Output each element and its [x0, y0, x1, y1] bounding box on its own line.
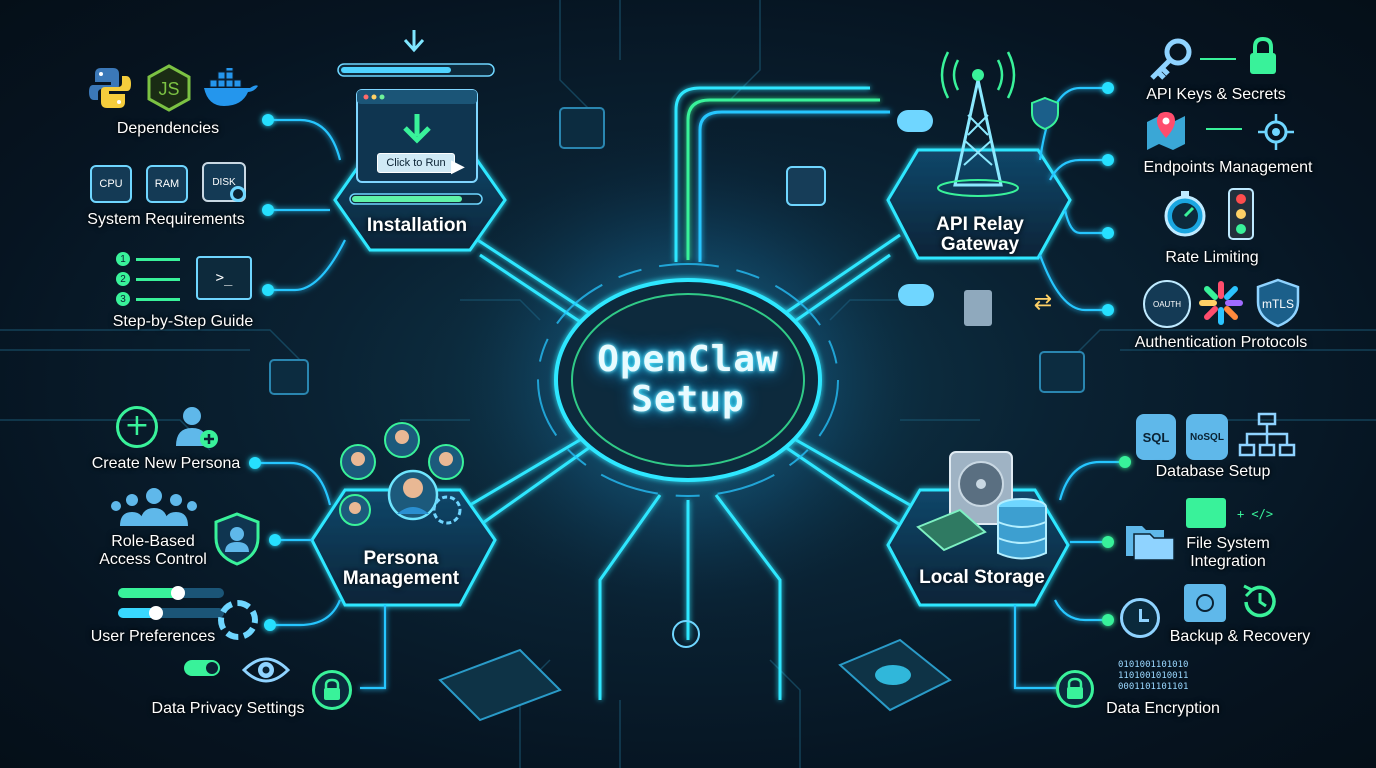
server-rack-icon — [964, 290, 992, 326]
hub-persona-line-1: Persona — [363, 548, 439, 569]
code-file-icon: + </> — [1236, 507, 1274, 521]
gear-icon — [230, 186, 246, 202]
arrow-icon — [1200, 58, 1236, 60]
eye-icon — [241, 654, 291, 686]
arrow-icon — [1206, 128, 1242, 130]
branch-lines — [255, 86, 1125, 690]
step-guide-label: Step-by-Step Guide — [112, 313, 254, 330]
plus-circle-icon: + — [116, 406, 158, 448]
user-node-icon — [672, 620, 700, 648]
settings-gear-icon — [218, 600, 258, 640]
rbac-line-1: Role-Based — [111, 533, 195, 550]
title-line-2: Setup — [631, 379, 745, 420]
api-tower-graphic — [937, 51, 1019, 197]
nosql-database-icon: NoSQL — [1186, 414, 1228, 460]
step-3-icon: 3 — [116, 292, 130, 306]
hub-api-line-2: Gateway — [940, 234, 1020, 255]
mtls-text: mTLS — [1262, 297, 1294, 311]
storage-graphic — [916, 451, 1047, 560]
oauth-badge-icon: OAUTH — [1143, 280, 1191, 328]
lock-icon — [1248, 36, 1278, 76]
docker-logo-icon — [200, 63, 260, 110]
network-nodes-icon — [1254, 110, 1298, 154]
persona-avatars-graphic — [339, 422, 464, 526]
mtls-shield-icon: mTLS — [1254, 278, 1302, 328]
ram-chip-icon: RAM — [146, 165, 188, 203]
database-setup-label: Database Setup — [1155, 463, 1271, 480]
hub-persona-line-2: Management — [342, 568, 460, 589]
sql-database-icon: SQL — [1136, 414, 1176, 460]
step-1-icon: 1 — [116, 252, 130, 266]
cloud-icon — [897, 110, 933, 132]
api-keys-label: API Keys & Secrets — [1146, 86, 1286, 103]
handshake-icon: ⇄ — [1033, 290, 1053, 315]
binary-line-1: 0101001101010 — [1118, 660, 1189, 670]
center-rings — [537, 263, 839, 497]
cursor-icon: ▶ — [451, 156, 465, 177]
rate-limiting-label: Rate Limiting — [1165, 249, 1259, 266]
click-to-run-button[interactable]: Click to Run — [377, 153, 455, 173]
rbac-label: Role-Based Access Control — [99, 533, 207, 569]
restore-clock-icon — [1238, 580, 1282, 624]
user-preferences-label: User Preferences — [90, 628, 216, 645]
encryption-lock-icon — [1056, 670, 1094, 708]
python-logo-icon — [87, 65, 133, 111]
toggle-icon — [184, 660, 220, 676]
installer-window-graphic — [337, 30, 495, 205]
rbac-line-2: Access Control — [99, 551, 207, 568]
schema-tree-icon — [1238, 412, 1296, 458]
privacy-lock-icon — [312, 670, 352, 710]
data-privacy-label: Data Privacy Settings — [151, 700, 305, 717]
kubernetes-star-icon — [1198, 280, 1244, 326]
file-system-line-2: Integration — [1190, 553, 1266, 570]
security-shield-icon — [1030, 96, 1060, 131]
backup-folder-icon — [1184, 584, 1226, 622]
file-system-label: File System Integration — [1186, 535, 1270, 571]
hub-installation-label: Installation — [366, 215, 468, 236]
python-badge-icon — [786, 166, 826, 206]
stopwatch-icon — [1160, 188, 1210, 238]
add-user-icon — [172, 404, 220, 450]
key-icon — [1148, 38, 1192, 82]
step-2-icon: 2 — [116, 272, 130, 286]
circuit-chips — [269, 107, 1085, 722]
binary-line-2: 1101001010011 — [1118, 671, 1189, 681]
main-title: OpenClaw Setup — [597, 340, 778, 420]
sliders-icon — [116, 586, 226, 622]
user-group-icon — [106, 486, 202, 528]
system-requirements-label: System Requirements — [87, 211, 245, 228]
dependencies-label: Dependencies — [116, 120, 220, 137]
branch-nodes — [249, 82, 1131, 694]
folders-icon — [1124, 518, 1176, 562]
cpu-chip-icon: CPU — [90, 165, 132, 203]
endpoints-label: Endpoints Management — [1143, 159, 1313, 176]
hub-spokes — [469, 86, 911, 700]
map-pin-icon — [1145, 108, 1187, 150]
auth-protocols-label: Authentication Protocols — [1134, 334, 1308, 351]
step-lines-icon — [136, 258, 180, 261]
backup-recovery-label: Backup & Recovery — [1169, 628, 1311, 645]
binary-line-3: 0001101101101 — [1118, 682, 1189, 692]
hub-api-gateway-label: API Relay Gateway — [936, 215, 1024, 255]
create-persona-label: Create New Persona — [91, 455, 241, 472]
file-system-line-1: File System — [1186, 535, 1270, 552]
data-encryption-label: Data Encryption — [1106, 700, 1220, 717]
nodejs-logo-icon: JS — [146, 64, 192, 112]
terminal-icon: >_ — [196, 256, 252, 300]
history-icon — [1120, 598, 1160, 638]
hub-storage-label: Local Storage — [919, 567, 1045, 588]
green-folder-icon — [1186, 498, 1226, 528]
title-line-1: OpenClaw — [597, 339, 779, 380]
hub-persona-label: Persona Management — [343, 549, 459, 589]
upload-cloud-icon — [898, 284, 934, 306]
hub-api-line-1: API Relay — [936, 214, 1024, 235]
svg-text:JS: JS — [158, 79, 179, 99]
traffic-light-icon — [1228, 188, 1254, 240]
shield-user-icon — [212, 512, 262, 566]
